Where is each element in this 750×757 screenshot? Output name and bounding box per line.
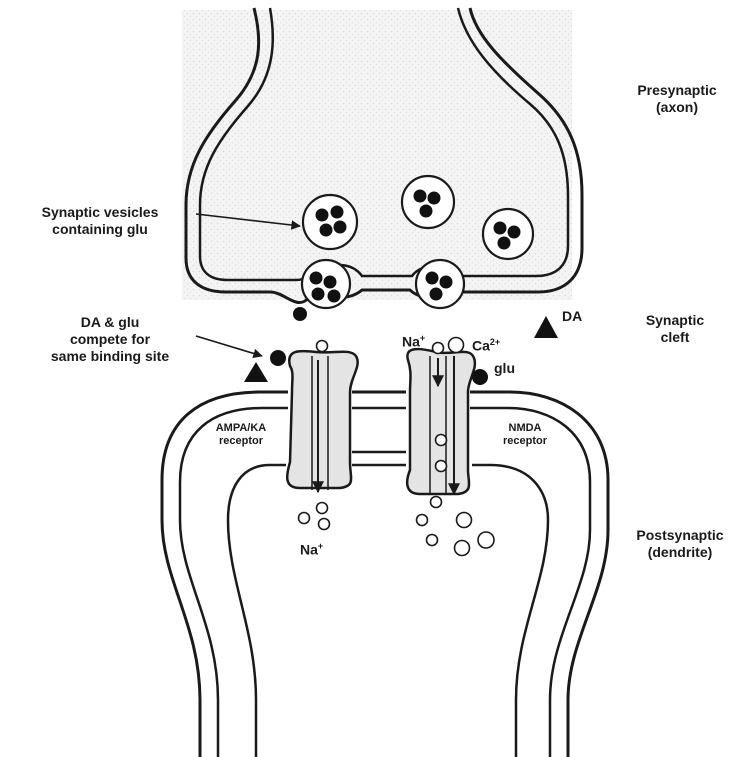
ca-sup: 2+ (490, 337, 500, 347)
presynaptic-subtitle: (axon) (622, 99, 732, 116)
nmda-na-text: Na (402, 334, 420, 350)
vesicles-label: Synaptic vesicles containing glu (10, 204, 190, 238)
synaptic-cleft-line1: Synaptic (630, 312, 720, 329)
ions-postsynaptic-nmda (417, 497, 495, 556)
nmda-label-line1: NMDA (480, 422, 570, 435)
ca-text: Ca (472, 338, 490, 354)
ion-in-channel (436, 435, 447, 446)
postsynaptic-subtitle: (dendrite) (620, 544, 740, 561)
da-triangle (244, 362, 268, 382)
nmda-label: NMDA receptor (480, 422, 570, 448)
postsynaptic-title: Postsynaptic (620, 527, 740, 544)
synaptic-cleft-line2: cleft (630, 329, 720, 346)
ampa-label-line2: receptor (196, 435, 286, 448)
na-out-label: Na+ (300, 538, 323, 559)
vesicle (303, 195, 357, 249)
postsynaptic-inner-membrane (228, 465, 286, 757)
vesicle-fusing (302, 260, 350, 308)
nmda-na-sup: + (420, 333, 425, 343)
glu-label: glu (494, 360, 515, 377)
nmda-na-label: Na+ (402, 330, 425, 351)
postsynaptic-membrane-right-inner (470, 408, 590, 757)
compete-label: DA & glu compete for same binding site (30, 314, 190, 365)
da-triangle (534, 316, 558, 338)
synaptic-cleft-label: Synaptic cleft (630, 312, 720, 346)
binding-site-pointer-arrow (196, 336, 262, 356)
vesicles-label-line1: Synaptic vesicles (10, 204, 190, 221)
compete-label-line1: DA & glu (30, 314, 190, 331)
ampa-label-line1: AMPA/KA (196, 422, 286, 435)
ampa-label: AMPA/KA receptor (196, 422, 286, 448)
vesicle-fusing (416, 260, 464, 308)
vesicles-label-line2: containing glu (10, 221, 190, 238)
na-out-text: Na (300, 542, 318, 558)
presynaptic-label: Presynaptic (axon) (622, 82, 732, 116)
ampa-receptor (287, 351, 357, 488)
nmda-label-line2: receptor (480, 435, 570, 448)
released-glu (293, 307, 307, 321)
postsynaptic-label: Postsynaptic (dendrite) (620, 527, 740, 561)
na-ion-ampa (317, 341, 328, 352)
ca-ion-nmda (449, 338, 464, 353)
postsynaptic-membrane-outer-inner (180, 408, 288, 757)
compete-label-line2: compete for (30, 331, 190, 348)
na-ion-nmda (433, 343, 444, 354)
na-out-sup: + (318, 541, 323, 551)
ion-in-channel (436, 461, 447, 472)
da-label: DA (562, 308, 582, 325)
glu-at-ampa (270, 350, 286, 366)
presynaptic-title: Presynaptic (622, 82, 732, 99)
glu-at-nmda (472, 369, 488, 385)
postsynaptic-inner-membrane-right (472, 465, 548, 757)
compete-label-line3: same binding site (30, 348, 190, 365)
vesicle (402, 176, 454, 228)
vesicle (483, 209, 533, 259)
ca-label: Ca2+ (472, 334, 500, 355)
na-ions-postsynaptic (299, 503, 330, 530)
